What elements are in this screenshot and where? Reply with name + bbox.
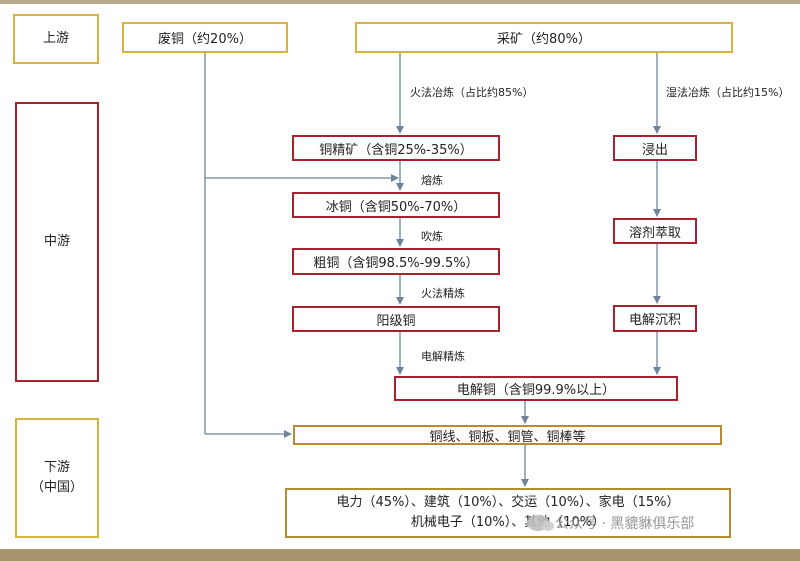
stage-midstream: 中游 [15, 102, 99, 382]
watermark-text: 公众号 · 黑貔貅俱乐部 [555, 516, 695, 532]
node-cathode: 电解铜（含铜99.9%以上） [394, 376, 678, 401]
usage-line-1: 电力（45%）、建筑（10%）、交运（10%）、家电（15%） [336, 495, 680, 510]
label-pyro: 火法冶炼（占比约85%） [410, 86, 534, 99]
node-usage: 电力（45%）、建筑（10%）、交运（10%）、家电（15%） 机械电子（10%… [285, 488, 731, 538]
bottom-bar [0, 549, 800, 561]
label-electro-refining: 电解精炼 [421, 350, 465, 363]
node-matte: 冰铜（含铜50%-70%） [292, 192, 500, 218]
node-products: 铜线、铜板、铜管、铜棒等 [293, 425, 722, 445]
stage-downstream-label: 下游 [43, 460, 70, 475]
stage-downstream-sublabel: （中国） [30, 480, 83, 495]
label-fire-refining: 火法精炼 [421, 287, 465, 300]
stage-upstream: 上游 [13, 14, 99, 64]
node-blister: 粗铜（含铜98.5%-99.5%） [292, 248, 500, 275]
top-rule [0, 0, 800, 4]
node-concentrate: 铜精矿（含铜25%-35%） [292, 135, 500, 161]
watermark: 公众号 · 黑貔貅俱乐部 [527, 513, 694, 533]
node-electrowinning: 电解沉积 [613, 305, 697, 332]
node-leaching: 浸出 [613, 135, 697, 161]
node-mining: 采矿（约80%） [355, 22, 733, 53]
usage-line-2: 机械电子（10%）、其他（10%） [410, 515, 606, 530]
label-hydro: 湿法冶炼（占比约15%） [666, 86, 790, 99]
node-scrap-copper: 废铜（约20%） [122, 22, 288, 53]
stage-downstream: 下游 （中国） [15, 418, 99, 538]
node-anode: 阳级铜 [292, 306, 500, 332]
label-smelting: 熔炼 [421, 174, 443, 187]
label-converting: 吹炼 [421, 230, 443, 243]
wechat-icon [527, 515, 554, 531]
node-solvent-extraction: 溶剂萃取 [613, 218, 697, 244]
